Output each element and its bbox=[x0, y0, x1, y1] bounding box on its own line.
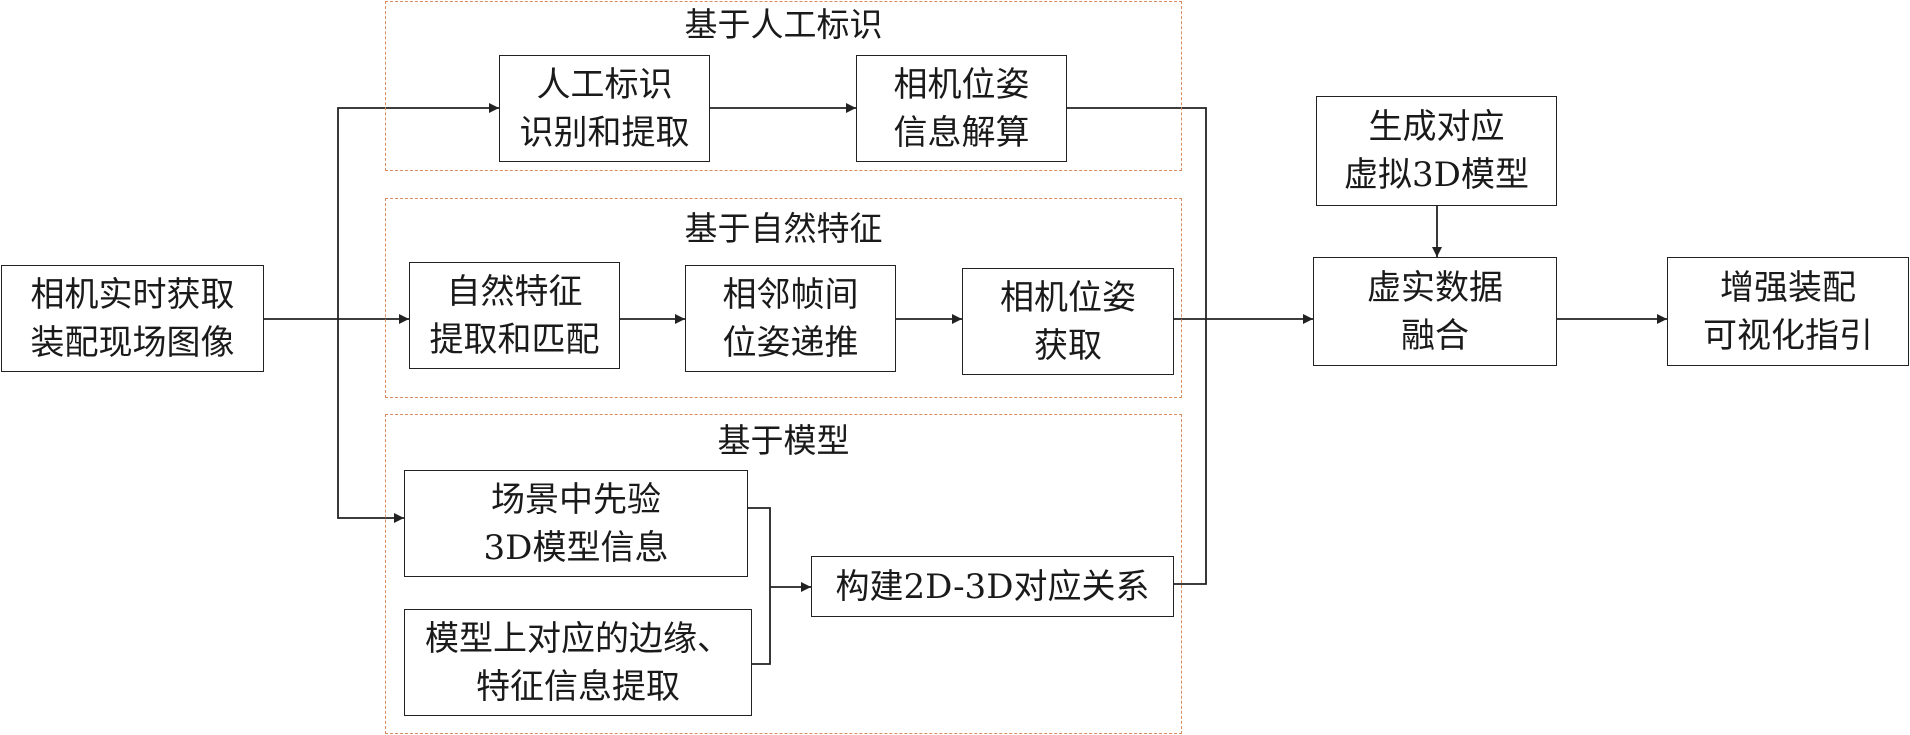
group-marker: 基于人工标识 bbox=[385, 1, 1182, 171]
node-prior-model-line-2: 3D模型信息 bbox=[483, 527, 669, 568]
node-nf-pose-line-1: 相机位姿 bbox=[1000, 277, 1136, 318]
node-marker-detect-line-1: 人工标识 bbox=[536, 64, 673, 105]
connector-capture-to-marker-detect bbox=[337, 103, 499, 319]
node-prior-model: 场景中先验 3D模型信息 bbox=[404, 470, 748, 577]
node-fusion: 虚实数据 融合 bbox=[1313, 257, 1557, 366]
connector-marker-pose-to-fusion bbox=[1067, 107, 1207, 319]
node-nf-infer: 相邻帧间 位姿递推 bbox=[685, 265, 896, 372]
node-gen-model: 生成对应 虚拟3D模型 bbox=[1316, 96, 1557, 206]
node-edge-extract: 模型上对应的边缘、 特征信息提取 bbox=[404, 609, 752, 716]
node-marker-detect: 人工标识 识别和提取 bbox=[499, 55, 710, 162]
node-capture-line-2: 装配现场图像 bbox=[30, 322, 235, 363]
node-gen-model-line-1: 生成对应 bbox=[1368, 107, 1505, 147]
node-prior-model-line-1: 场景中先验 bbox=[491, 479, 661, 520]
node-fusion-line-2: 融合 bbox=[1401, 315, 1469, 356]
node-nf-infer-line-2: 位姿递推 bbox=[722, 322, 859, 363]
node-correspondence-line-1: 构建2D-3D对应关系 bbox=[835, 566, 1150, 607]
connector-capture-to-prior-model bbox=[337, 319, 404, 523]
node-nf-infer-line-1: 相邻帧间 bbox=[722, 274, 859, 315]
node-marker-pose-line-2: 信息解算 bbox=[893, 112, 1030, 153]
node-guidance-line-1: 增强装配 bbox=[1720, 267, 1856, 308]
connector-prior-model-bracket bbox=[748, 507, 771, 665]
node-gen-model-line-2: 虚拟3D模型 bbox=[1344, 155, 1529, 195]
node-marker-detect-line-2: 识别和提取 bbox=[519, 112, 690, 153]
node-nf-extract-line-2: 提取和匹配 bbox=[429, 319, 600, 360]
node-guidance-line-2: 可视化指引 bbox=[1703, 315, 1873, 356]
group-natural: 基于自然特征 bbox=[385, 198, 1182, 398]
group-natural-title: 基于自然特征 bbox=[684, 209, 883, 248]
group-model: 基于模型 bbox=[385, 414, 1182, 734]
node-capture-line-1: 相机实时获取 bbox=[30, 274, 235, 315]
group-marker-title: 基于人工标识 bbox=[684, 5, 883, 44]
node-nf-extract: 自然特征 提取和匹配 bbox=[409, 262, 620, 369]
group-model-title: 基于模型 bbox=[717, 421, 850, 460]
connector-correspondence-to-fusion bbox=[1174, 319, 1207, 585]
node-nf-pose-line-2: 获取 bbox=[1034, 325, 1102, 366]
node-edge-extract-line-1: 模型上对应的边缘、 bbox=[425, 618, 731, 659]
node-nf-pose: 相机位姿 获取 bbox=[962, 268, 1174, 375]
node-fusion-line-1: 虚实数据 bbox=[1367, 267, 1503, 308]
node-nf-extract-line-1: 自然特征 bbox=[446, 271, 583, 312]
node-marker-pose-line-1: 相机位姿 bbox=[893, 64, 1030, 105]
node-marker-pose: 相机位姿 信息解算 bbox=[856, 55, 1067, 162]
node-correspondence: 构建2D-3D对应关系 bbox=[811, 556, 1174, 617]
node-guidance: 增强装配 可视化指引 bbox=[1667, 257, 1909, 366]
node-capture: 相机实时获取 装配现场图像 bbox=[1, 265, 264, 372]
node-edge-extract-line-2: 特征信息提取 bbox=[476, 666, 680, 707]
